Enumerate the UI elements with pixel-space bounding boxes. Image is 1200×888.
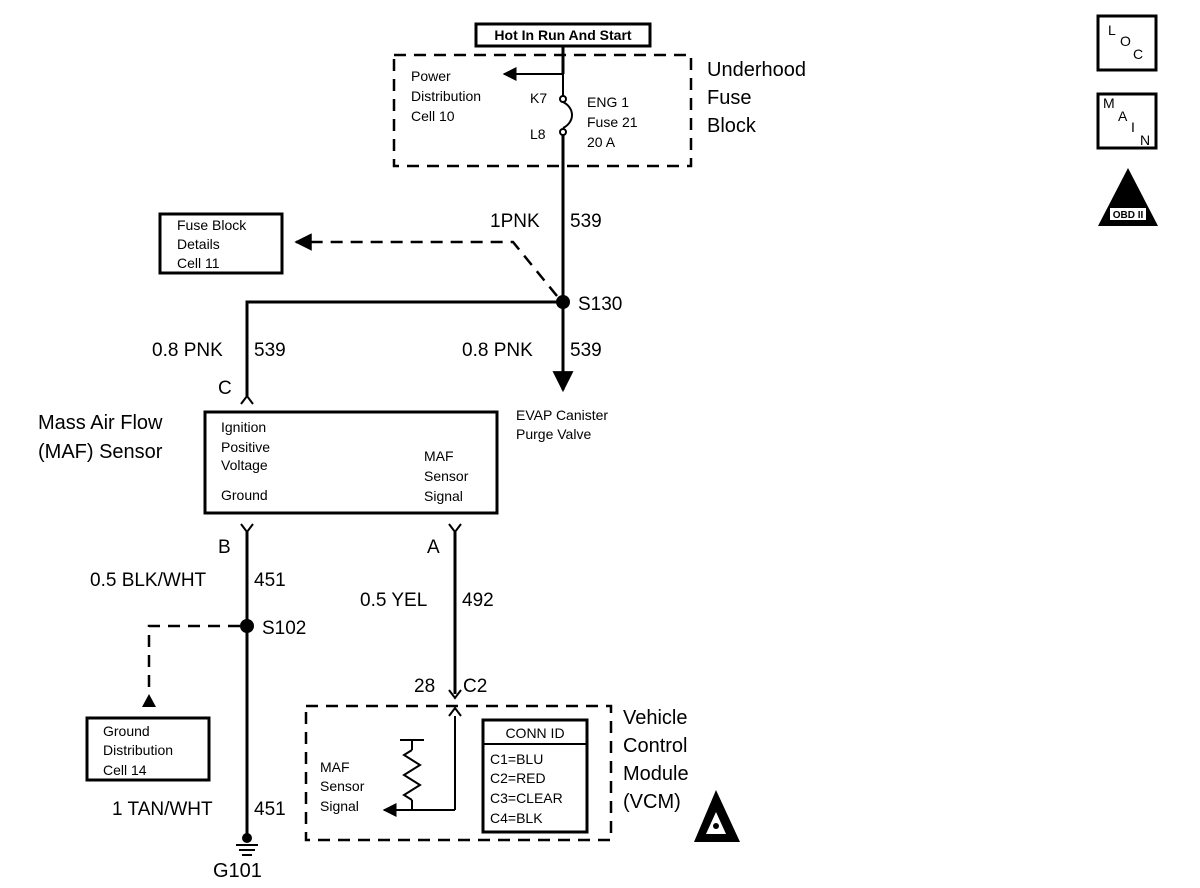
- main-letter-1: M: [1103, 95, 1115, 111]
- ground-dist-box: [85, 716, 211, 782]
- ground-dist-1: Ground: [103, 723, 150, 739]
- wire-main-circuit: 539: [570, 211, 602, 232]
- vcm-outline: [304, 704, 613, 842]
- wire-yel-gauge: 0.5 YEL: [360, 590, 427, 611]
- main-letter-2: A: [1118, 108, 1128, 124]
- underhood-title-3: Block: [707, 115, 757, 137]
- conn-id-table: CONN ID C1=BLU C2=RED C3=CLEAR C4=BLK: [481, 718, 589, 834]
- main-letter-4: N: [1140, 132, 1150, 148]
- fuse-label-3: 20 A: [587, 134, 616, 150]
- ground-dist-2: Distribution: [103, 742, 173, 758]
- underhood-title-1: Underhood: [707, 59, 806, 81]
- splice-s130-label: S130: [578, 294, 622, 315]
- fuse-pin-k7: K7: [530, 90, 547, 106]
- main-icon: M A I N: [1096, 92, 1158, 150]
- maf-sensor-box: [203, 410, 499, 515]
- maf-title-1: Mass Air Flow: [38, 412, 163, 434]
- maf-ignition-2: Positive: [221, 439, 270, 455]
- vcm-title-3: Module: [623, 763, 689, 785]
- conn-id-title: CONN ID: [505, 725, 564, 741]
- hot-in-run-text: Hot In Run And Start: [494, 27, 631, 43]
- vcm-title-1: Vehicle: [623, 707, 688, 729]
- power-dist-label-1: Power: [411, 68, 451, 84]
- c2-connector-bottom: [448, 706, 462, 717]
- c2-pin-number: 28: [414, 676, 435, 697]
- fuse-terminal-bottom: [559, 128, 567, 136]
- conn-id-row-1: C1=BLU: [490, 751, 543, 767]
- loc-letter-3: C: [1133, 46, 1143, 62]
- fuse-block-details-box: [158, 212, 284, 275]
- maf-title-2: (MAF) Sensor: [38, 441, 163, 463]
- obd-label: OBD II: [1113, 210, 1144, 221]
- main-letter-3: I: [1131, 119, 1135, 135]
- c2-connector-top: [448, 689, 462, 700]
- conn-id-row-2: C2=RED: [490, 770, 546, 786]
- power-dist-label-2: Distribution: [411, 88, 481, 104]
- pin-a-connector: [448, 523, 462, 534]
- conn-id-row-4: C4=BLK: [490, 810, 543, 826]
- wire-left-539: [245, 300, 563, 396]
- ground-g101-label: G101: [213, 860, 262, 882]
- wire-left-gauge: 0.8 PNK: [152, 340, 223, 361]
- wire-blk-circuit: 451: [254, 570, 286, 591]
- vcm-signal-3: Signal: [320, 798, 359, 814]
- ground-dist-arrow: [142, 694, 156, 707]
- pin-c-connector: [240, 394, 254, 405]
- evap-label-1: EVAP Canister: [516, 407, 608, 423]
- ground-icon: [236, 833, 258, 856]
- fuse-label-1: ENG 1: [587, 94, 629, 110]
- maf-pin-a: A: [427, 537, 440, 558]
- wire-yel-circuit: 492: [462, 590, 494, 611]
- wire-tan-gauge: 1 TAN/WHT: [112, 799, 213, 820]
- pin-b-connector: [240, 523, 254, 534]
- vcm-title-2: Control: [623, 735, 687, 757]
- wire-main-gauge: 1PNK: [490, 211, 540, 232]
- wire-tan-circuit: 451: [254, 799, 286, 820]
- loc-letter-2: O: [1120, 33, 1131, 49]
- fuse-block-details-2: Details: [177, 236, 220, 252]
- vcm-title-4: (VCM): [623, 791, 681, 813]
- fuse-details-dashed-link: [294, 233, 558, 297]
- splice-s102-dot: [240, 619, 254, 633]
- maf-ground-label: Ground: [221, 487, 268, 503]
- esd-warning-icon: [694, 790, 740, 842]
- wire-blk-gauge: 0.5 BLK/WHT: [90, 570, 207, 591]
- hot-in-run-label: Hot In Run And Start: [474, 22, 652, 48]
- fuse-icon: [562, 101, 573, 129]
- maf-signal-1: MAF: [424, 448, 454, 464]
- maf-ignition-1: Ignition: [221, 419, 266, 435]
- vcm-signal-2: Sensor: [320, 778, 365, 794]
- fuse-block-details-1: Fuse Block: [177, 217, 247, 233]
- maf-signal-3: Signal: [424, 488, 463, 504]
- maf-pin-c: C: [218, 378, 232, 399]
- loc-icon: L O C: [1096, 14, 1158, 72]
- maf-pin-b: B: [218, 537, 231, 558]
- fuse-block-details-3: Cell 11: [177, 255, 220, 271]
- c2-connector-name: C2: [463, 676, 487, 697]
- wire-left-circuit: 539: [254, 340, 286, 361]
- conn-id-row-3: C3=CLEAR: [490, 790, 563, 806]
- underhood-title-2: Fuse: [707, 87, 751, 109]
- power-dist-label-3: Cell 10: [411, 108, 455, 124]
- maf-ignition-3: Voltage: [221, 457, 268, 473]
- fuse-pin-l8: L8: [530, 126, 546, 142]
- wire-right-gauge: 0.8 PNK: [462, 340, 533, 361]
- ground-dist-3: Cell 14: [103, 762, 147, 778]
- fuse-terminal-top: [559, 95, 567, 103]
- maf-signal-2: Sensor: [424, 468, 469, 484]
- ground-dist-dashed-link: [147, 624, 240, 690]
- wire-right-circuit: 539: [570, 340, 602, 361]
- resistor-icon: [402, 749, 422, 801]
- obd-ii-icon: OBD II: [1098, 168, 1158, 226]
- vcm-signal-1: MAF: [320, 759, 350, 775]
- fuse-label-2: Fuse 21: [587, 114, 638, 130]
- loc-letter-1: L: [1108, 22, 1116, 38]
- evap-label-2: Purge Valve: [516, 426, 591, 442]
- underhood-fuse-block-outline: [392, 53, 693, 168]
- splice-s102-label: S102: [262, 618, 306, 639]
